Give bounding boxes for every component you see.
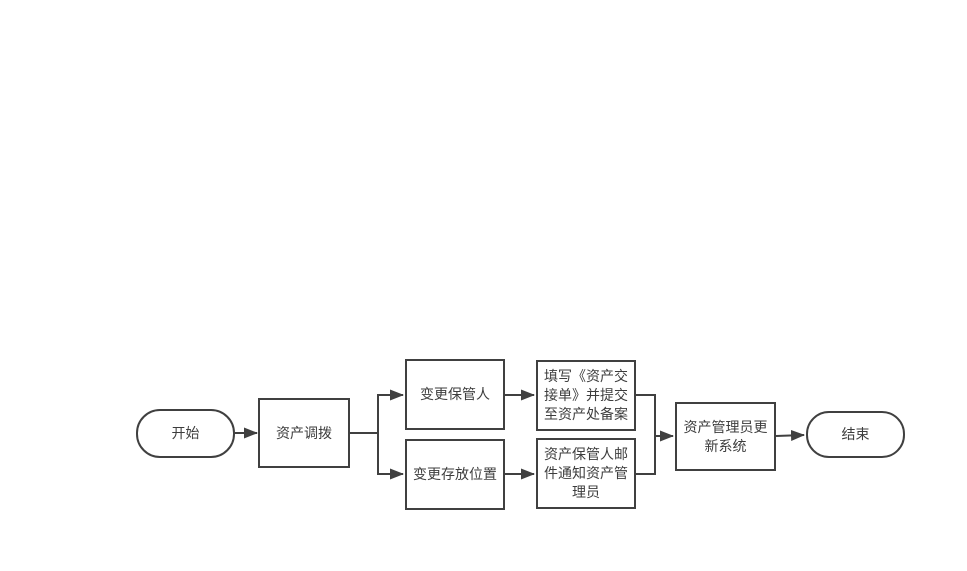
process-email-notify-node: 资产保管人邮件通知资产管理员 bbox=[536, 438, 636, 509]
process-change-custodian-node: 变更保管人 bbox=[405, 359, 505, 430]
connector-update-end bbox=[775, 429, 805, 441]
connector-fillform-merge bbox=[636, 394, 656, 436]
process-update-system-node: 资产管理员更新系统 bbox=[675, 402, 776, 471]
email-notify-label: 资产保管人邮件通知资产管理员 bbox=[544, 446, 628, 500]
asset-transfer-label: 资产调拨 bbox=[276, 424, 332, 441]
process-asset-transfer-node: 资产调拨 bbox=[258, 398, 350, 468]
end-terminator-node: 结束 bbox=[806, 411, 905, 458]
end-label: 结束 bbox=[841, 426, 870, 442]
process-fill-handover-form-node: 填写《资产交接单》并提交至资产处备案 bbox=[536, 360, 636, 431]
connector-email-merge bbox=[636, 435, 656, 475]
start-terminator-node: 开始 bbox=[136, 409, 235, 458]
change-custodian-label: 变更保管人 bbox=[420, 386, 490, 402]
connector-transfer-location bbox=[377, 433, 404, 480]
fill-handover-form-label: 填写《资产交接单》并提交至资产处备案 bbox=[544, 368, 628, 422]
start-label: 开始 bbox=[171, 425, 200, 441]
connector-transfer-custodian bbox=[350, 389, 404, 434]
change-location-label: 变更存放位置 bbox=[413, 466, 497, 482]
update-system-label: 资产管理员更新系统 bbox=[683, 418, 768, 454]
process-change-location-node: 变更存放位置 bbox=[405, 439, 505, 510]
